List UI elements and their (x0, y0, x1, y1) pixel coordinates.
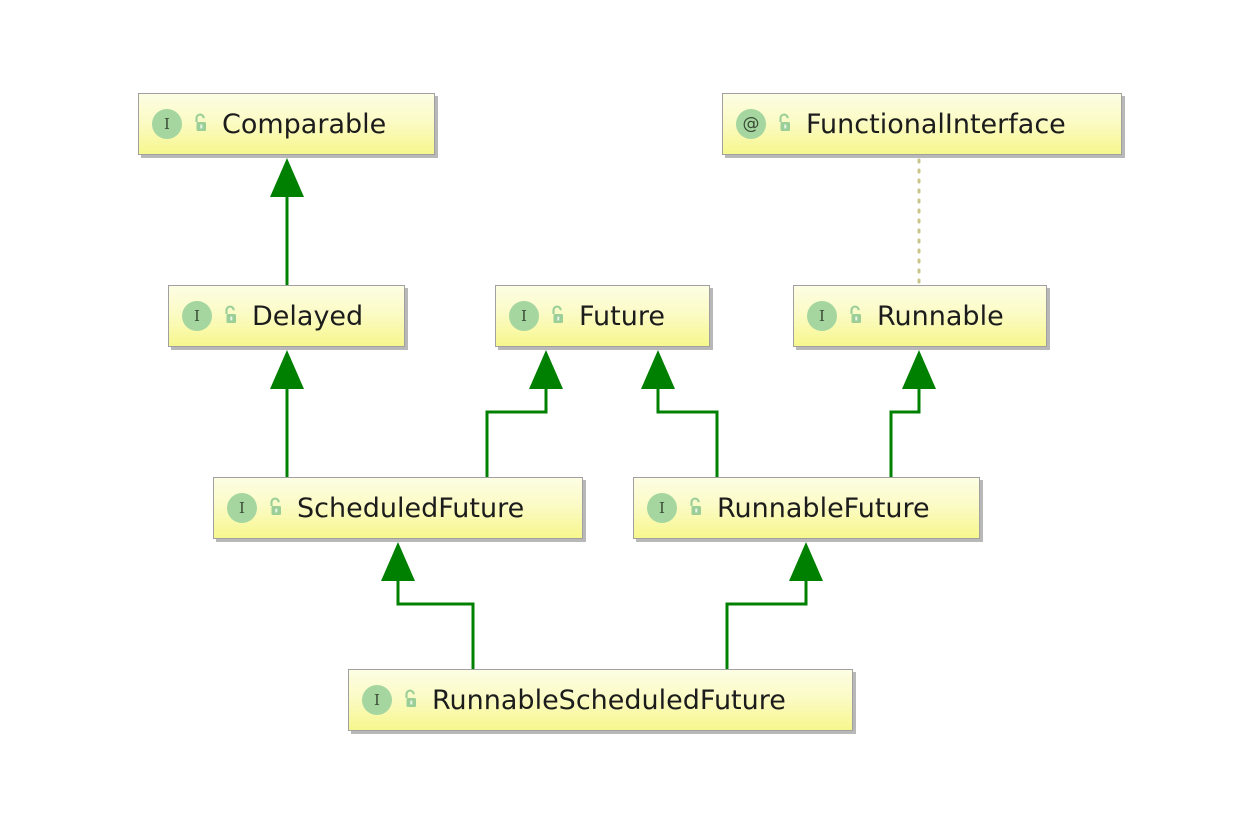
node-label: RunnableFuture (717, 492, 930, 524)
open-padlock-icon (690, 497, 701, 515)
open-padlock-icon (405, 689, 416, 707)
open-padlock-icon (195, 113, 206, 131)
edge-runnablefuture-to-future (641, 350, 719, 477)
node-functionalinterface[interactable]: @ FunctionalInterface (722, 93, 1122, 155)
node-future[interactable]: I Future (495, 285, 710, 347)
interface-badge-icon: I (152, 109, 182, 139)
node-label: Future (579, 300, 665, 332)
edge-runnablescheduledfuture-to-scheduledfuture (381, 542, 475, 669)
open-padlock-icon (270, 497, 281, 515)
interface-badge-icon: I (227, 493, 257, 523)
open-padlock-icon (225, 305, 236, 323)
edge-scheduledfuture-to-delayed (270, 350, 304, 477)
annotation-badge-icon: @ (736, 109, 766, 139)
node-runnablefuture[interactable]: I RunnableFuture (633, 477, 980, 539)
edge-delayed-to-comparable (270, 158, 304, 285)
interface-badge-icon: I (509, 301, 539, 331)
node-scheduledfuture[interactable]: I ScheduledFuture (213, 477, 583, 539)
interface-badge-icon: I (647, 493, 677, 523)
edge-runnablefuture-to-runnable (889, 350, 936, 477)
node-label: RunnableScheduledFuture (432, 684, 786, 716)
edge-scheduledfuture-to-future (485, 350, 563, 477)
open-padlock-icon (850, 305, 861, 323)
interface-badge-icon: I (807, 301, 837, 331)
node-label: FunctionalInterface (806, 108, 1066, 140)
node-comparable[interactable]: I Comparable (138, 93, 435, 155)
open-padlock-icon (779, 113, 790, 131)
node-delayed[interactable]: I Delayed (168, 285, 405, 347)
node-label: Comparable (222, 108, 387, 140)
node-label: ScheduledFuture (297, 492, 525, 524)
node-label: Runnable (877, 300, 1004, 332)
node-runnable[interactable]: I Runnable (793, 285, 1047, 347)
node-label: Delayed (252, 300, 364, 332)
node-runnablescheduledfuture[interactable]: I RunnableScheduledFuture (348, 669, 853, 731)
open-padlock-icon (552, 305, 563, 323)
edge-runnablescheduledfuture-to-runnablefuture (725, 542, 823, 669)
interface-badge-icon: I (362, 685, 392, 715)
interface-badge-icon: I (182, 301, 212, 331)
